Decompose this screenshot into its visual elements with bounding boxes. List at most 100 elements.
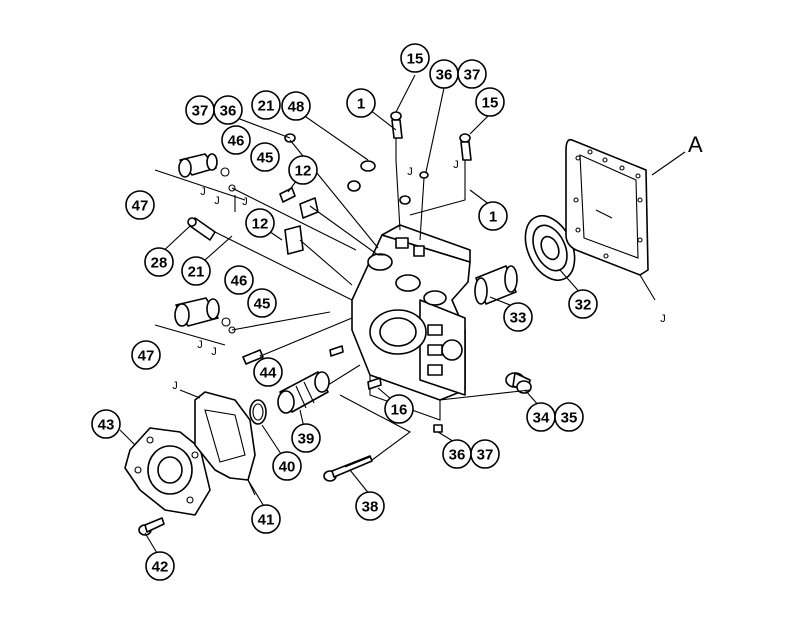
callout-15: 15 bbox=[475, 87, 505, 117]
callout-circle bbox=[91, 409, 121, 439]
callout-number: 37 bbox=[477, 447, 494, 464]
relief-valve-lower bbox=[174, 297, 220, 327]
callout-circle bbox=[251, 90, 281, 120]
callout-circle bbox=[457, 59, 487, 89]
callout-number: 15 bbox=[482, 95, 499, 112]
callout-number: 21 bbox=[188, 264, 205, 281]
callout-number: 12 bbox=[252, 216, 269, 233]
callout-21: 21 bbox=[251, 90, 281, 120]
filter-cylinder bbox=[474, 265, 518, 305]
callout-number: 47 bbox=[138, 348, 155, 365]
callout-33: 33 bbox=[503, 302, 533, 332]
callout-number: 39 bbox=[298, 431, 315, 448]
callout-circle bbox=[272, 451, 302, 481]
junction-label: J bbox=[211, 346, 217, 358]
callout-circle bbox=[253, 357, 283, 387]
junction-label: J bbox=[453, 159, 459, 171]
junction-label: J bbox=[660, 313, 666, 325]
callout-43: 43 bbox=[91, 409, 121, 439]
callout-circle bbox=[291, 423, 321, 453]
callout-number: 34 bbox=[533, 410, 550, 427]
callout-21: 21 bbox=[181, 256, 211, 286]
callout-45: 45 bbox=[250, 142, 280, 172]
junction-label: J bbox=[214, 195, 220, 207]
callout-number: 42 bbox=[152, 559, 169, 576]
callout-number: 40 bbox=[279, 459, 296, 476]
callout-46: 46 bbox=[224, 265, 254, 295]
view-label-a: A bbox=[651, 132, 703, 176]
callout-number: 37 bbox=[464, 67, 481, 84]
callout-number: 48 bbox=[288, 99, 305, 116]
o-ring bbox=[249, 399, 267, 425]
cap-screw-38 bbox=[323, 455, 373, 482]
junction-label: J bbox=[242, 196, 248, 208]
callout-number: 41 bbox=[258, 512, 275, 529]
callout-34: 34 bbox=[526, 402, 556, 432]
callout-number: 47 bbox=[132, 198, 149, 215]
callout-circle bbox=[221, 125, 251, 155]
callout-circle bbox=[355, 491, 385, 521]
fitting-15-right bbox=[459, 133, 472, 161]
callout-circle bbox=[568, 289, 598, 319]
callout-number: 46 bbox=[231, 273, 248, 290]
cap-screw-42 bbox=[138, 517, 165, 536]
callout-number: 38 bbox=[362, 499, 379, 516]
callout-circle bbox=[288, 155, 318, 185]
callout-circle bbox=[250, 142, 280, 172]
callout-12: 12 bbox=[245, 208, 275, 238]
callout-number: 36 bbox=[436, 67, 453, 84]
callout-circle bbox=[478, 201, 508, 231]
callout-41: 41 bbox=[251, 504, 281, 534]
callout-47: 47 bbox=[131, 340, 161, 370]
callout-circle bbox=[470, 439, 500, 469]
callout-number: 33 bbox=[510, 310, 527, 327]
view-letter: A bbox=[688, 132, 703, 157]
callout-48: 48 bbox=[281, 91, 311, 121]
callout-number: 15 bbox=[407, 51, 424, 68]
callout-15: 15 bbox=[400, 43, 430, 73]
relief-valve-upper bbox=[178, 153, 218, 178]
callout-36: 36 bbox=[213, 95, 243, 125]
callout-12: 12 bbox=[288, 155, 318, 185]
callout-circle bbox=[213, 95, 243, 125]
callout-circle bbox=[247, 288, 277, 318]
gasket-41 bbox=[194, 391, 256, 481]
callout-circle bbox=[245, 208, 275, 238]
callout-35: 35 bbox=[554, 402, 584, 432]
callout-number: 28 bbox=[151, 255, 168, 272]
callout-circle bbox=[503, 302, 533, 332]
callout-number: 43 bbox=[98, 417, 115, 434]
callout-37: 37 bbox=[457, 59, 487, 89]
callout-28: 28 bbox=[144, 247, 174, 277]
callout-1: 1 bbox=[478, 201, 508, 231]
junction-letters: J J J J J J J J J bbox=[172, 159, 666, 392]
callout-number: 44 bbox=[260, 365, 277, 382]
callout-37: 37 bbox=[185, 95, 215, 125]
callout-number: 12 bbox=[295, 163, 312, 180]
callout-number: 32 bbox=[575, 297, 592, 314]
callout-circle bbox=[125, 190, 155, 220]
callout-38: 38 bbox=[355, 491, 385, 521]
callout-circle bbox=[131, 340, 161, 370]
callout-44: 44 bbox=[253, 357, 283, 387]
callout-16: 16 bbox=[384, 394, 414, 424]
callout-circle bbox=[475, 87, 505, 117]
callout-number: 45 bbox=[254, 296, 271, 313]
poppets bbox=[220, 167, 236, 334]
callout-number: 1 bbox=[357, 96, 365, 113]
callout-circle bbox=[384, 394, 414, 424]
callout-number: 1 bbox=[489, 209, 497, 226]
callout-39: 39 bbox=[291, 423, 321, 453]
valve-body bbox=[351, 224, 471, 421]
callout-circle bbox=[145, 551, 175, 581]
callout-32: 32 bbox=[568, 289, 598, 319]
callout-number: 35 bbox=[561, 410, 578, 427]
callout-circle bbox=[224, 265, 254, 295]
callout-45: 45 bbox=[247, 288, 277, 318]
junction-label: J bbox=[172, 380, 178, 392]
callout-circle bbox=[144, 247, 174, 277]
callout-circle bbox=[400, 43, 430, 73]
gasket bbox=[565, 138, 649, 276]
